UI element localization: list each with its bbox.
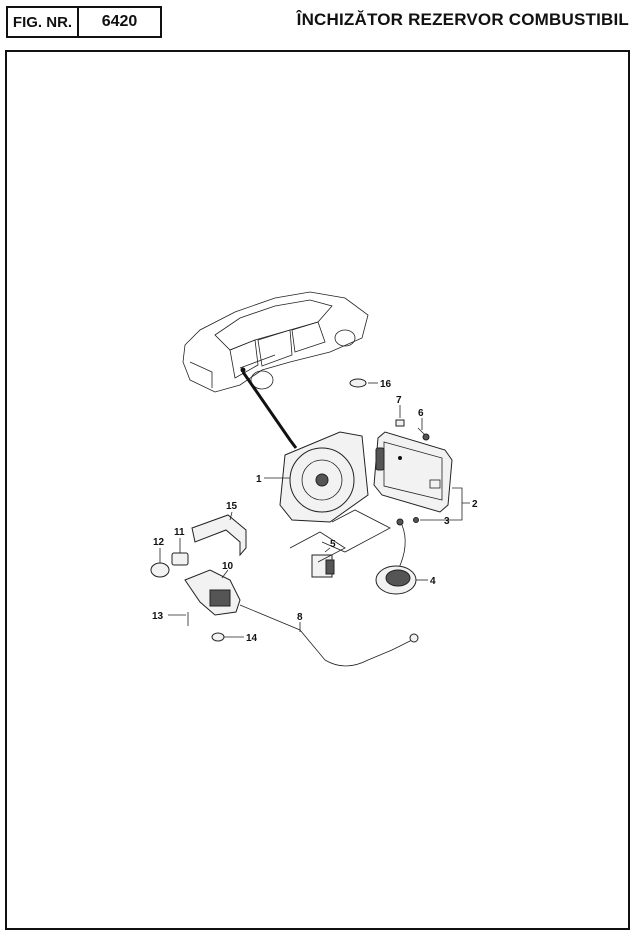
callout-14: 14 <box>246 633 258 644</box>
cover-part <box>191 514 247 557</box>
grommet-part <box>349 378 367 388</box>
car-illustration <box>182 291 369 393</box>
callout-5: 7 <box>396 395 402 406</box>
callout-3: 3 <box>444 516 450 527</box>
filler-housing-part <box>279 431 369 523</box>
diagram-frame <box>5 50 630 930</box>
callout-4: 6 <box>418 408 424 419</box>
guide-lines <box>289 509 391 563</box>
callout-13: 13 <box>152 611 164 622</box>
cable-end <box>409 633 419 643</box>
bracket-part <box>171 552 189 566</box>
bushing-part <box>150 562 170 578</box>
callout-10: 10 <box>222 561 234 572</box>
callout-8: 8 <box>297 612 303 623</box>
fuel-cap-part <box>375 518 417 595</box>
release-lever-part <box>184 569 241 616</box>
callout-16: 15 <box>226 501 238 512</box>
nut-part <box>211 632 225 642</box>
fastener-parts <box>395 419 430 523</box>
callout-11: 11 <box>174 527 185 538</box>
fuel-door-part <box>373 431 453 513</box>
callout-15: 16 <box>380 379 392 390</box>
fig-number: 6420 <box>77 6 162 38</box>
location-leader <box>241 371 298 449</box>
callout-6: 4 <box>430 576 436 587</box>
actuator-part <box>311 554 335 578</box>
callout-7: 5 <box>330 539 336 550</box>
callout-1: 1 <box>256 474 262 485</box>
callout-12: 12 <box>153 537 165 548</box>
callout-leaders <box>159 382 470 638</box>
release-cable-part <box>239 604 413 667</box>
page-title: ÎNCHIZĂTOR REZERVOR COMBUSTIBIL <box>296 10 629 29</box>
callout-2: 2 <box>472 499 478 510</box>
